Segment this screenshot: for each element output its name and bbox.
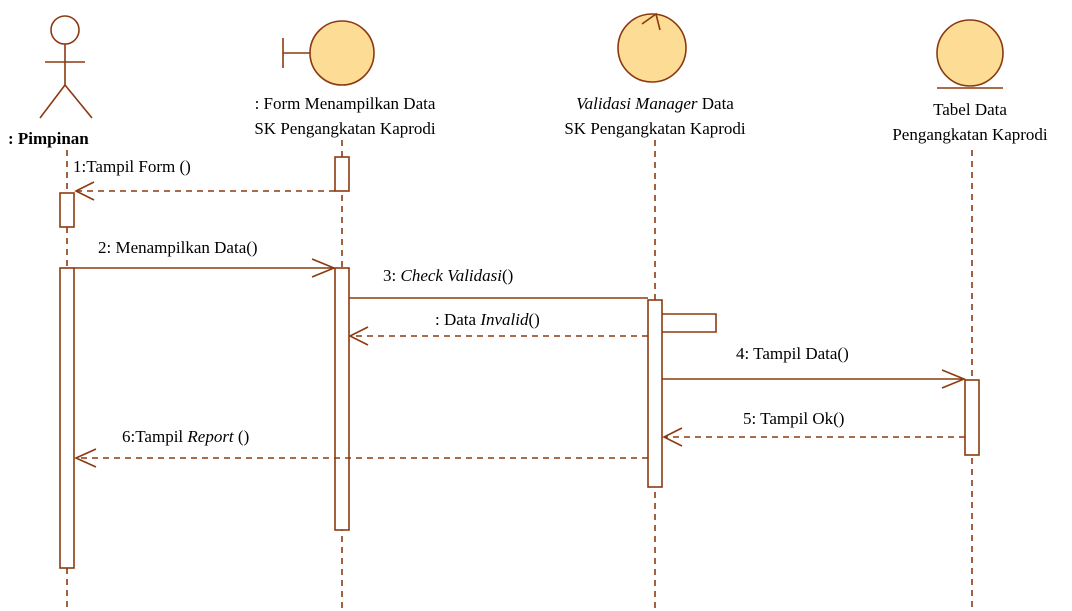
actor-head xyxy=(50,15,80,45)
message-6-arrowhead xyxy=(74,448,97,468)
actor-pimpinan: : Pimpinan xyxy=(8,15,93,148)
message-4-arrowhead xyxy=(941,369,967,389)
form-label-line1: : Form Menampilkan Data xyxy=(255,94,436,113)
message-4-tampil-data: 4: Tampil Data() xyxy=(662,344,967,389)
message-data-invalid-label: : Data Invalid() xyxy=(435,310,540,329)
control-label-line2: SK Pengangkatan Kaprodi xyxy=(564,119,746,138)
entity-tabel-data-object: Tabel Data Pengangkatan Kaprodi xyxy=(892,19,1048,144)
boundary-form-object: : Form Menampilkan Data SK Pengangkatan … xyxy=(254,20,436,138)
message-2-menampilkan-data: 2: Menampilkan Data() xyxy=(74,238,337,278)
message-3-check-validasi: 3: Check Validasi() xyxy=(349,266,648,299)
message-2-label: 2: Menampilkan Data() xyxy=(98,238,258,257)
message-6-tampil-report: 6:Tampil Report () xyxy=(74,427,648,468)
form-label-line2: SK Pengangkatan Kaprodi xyxy=(254,119,436,138)
activation-control xyxy=(647,299,663,488)
message-1-arrowhead xyxy=(74,181,95,201)
entity-circle-icon xyxy=(936,19,1004,87)
boundary-circle-icon xyxy=(309,20,375,86)
message-data-invalid: : Data Invalid() xyxy=(348,310,648,346)
message-2-arrowhead xyxy=(311,258,337,278)
control-label-line1: Validasi Manager Data xyxy=(576,94,734,113)
message-6-label: 6:Tampil Report () xyxy=(122,427,249,446)
message-data-invalid-arrowhead xyxy=(348,326,369,346)
entity-label-line2: Pengangkatan Kaprodi xyxy=(892,125,1048,144)
self-call-loop xyxy=(662,313,717,333)
activation-form-1 xyxy=(334,156,350,192)
activation-form-2 xyxy=(334,267,350,531)
message-1-label: 1:Tampil Form () xyxy=(73,157,191,176)
message-5-label: 5: Tampil Ok() xyxy=(743,409,844,428)
activation-entity xyxy=(964,379,980,456)
activation-pimpinan-2 xyxy=(59,267,75,569)
actor-label: : Pimpinan xyxy=(8,129,89,148)
entity-label-line1: Tabel Data xyxy=(933,100,1007,119)
control-validasi-manager-object: Validasi Manager Data SK Pengangkatan Ka… xyxy=(564,12,746,138)
message-5-arrowhead xyxy=(662,427,683,447)
message-1-tampil-form: 1:Tampil Form () xyxy=(73,157,335,201)
message-3-label: 3: Check Validasi() xyxy=(383,266,513,285)
control-circle-icon xyxy=(617,13,687,83)
activation-pimpinan-1 xyxy=(59,192,75,228)
message-4-label: 4: Tampil Data() xyxy=(736,344,849,363)
message-5-tampil-ok: 5: Tampil Ok() xyxy=(662,409,965,447)
actor-left-leg xyxy=(39,84,66,119)
actor-right-leg xyxy=(64,84,93,119)
control-arrow-icon xyxy=(641,12,661,31)
